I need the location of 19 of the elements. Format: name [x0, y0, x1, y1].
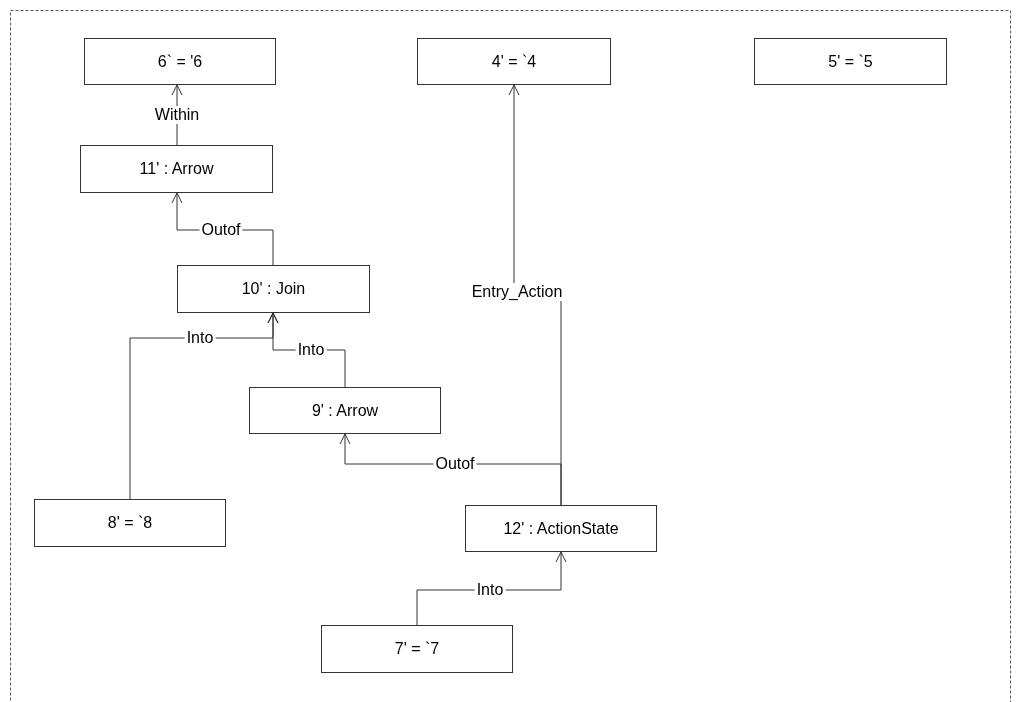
object-label: 10' : Join [241, 280, 306, 298]
object-box [84, 38, 276, 85]
object-box [34, 499, 226, 547]
object-box [249, 387, 441, 434]
object-label: 8' = `8 [107, 514, 153, 532]
object-label: 6` = '6 [157, 52, 203, 71]
object-label: 7' = `7 [394, 640, 440, 658]
object-box [754, 38, 947, 85]
object-box [417, 38, 611, 85]
object-label: 4' = `4 [491, 52, 537, 71]
object-box [80, 145, 273, 193]
object-label: 9' : Arrow [311, 401, 379, 420]
edge-label: Within [152, 106, 202, 124]
object-label: 11' : Arrow [139, 160, 214, 178]
object-box [321, 625, 513, 673]
object-label: 5' = `5 [828, 52, 873, 71]
object-box [465, 505, 657, 552]
object-box [177, 265, 370, 313]
object-label: 12' : ActionState [503, 519, 619, 538]
